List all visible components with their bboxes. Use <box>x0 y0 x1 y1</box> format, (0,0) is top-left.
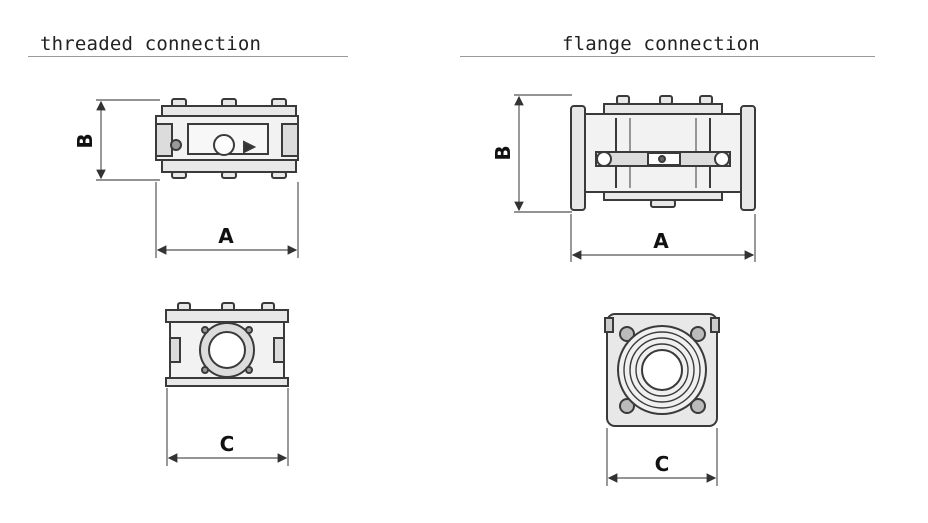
threaded-connection-heading: threaded connection <box>40 33 262 55</box>
flange-connection-heading: flange connection <box>562 33 760 55</box>
flange-side-dimensions <box>514 94 756 262</box>
flange-dim-a-label: A <box>653 229 669 253</box>
flange-end-view <box>604 313 720 427</box>
flange-dim-b-label: B <box>491 145 515 160</box>
threaded-dim-a-label: A <box>218 224 234 248</box>
threaded-side-dimensions <box>96 99 299 258</box>
threaded-heading-underline <box>28 56 348 57</box>
threaded-dim-b-label: B <box>73 133 97 148</box>
threaded-end-view <box>165 302 289 387</box>
flange-heading-underline <box>460 56 875 57</box>
flange-end-dimensions <box>606 428 718 486</box>
flange-dim-c-label: C <box>655 452 670 476</box>
threaded-end-dimensions <box>166 388 289 466</box>
threaded-side-view <box>155 98 299 179</box>
threaded-dim-c-label: C <box>220 432 235 456</box>
flange-side-view <box>570 95 756 211</box>
